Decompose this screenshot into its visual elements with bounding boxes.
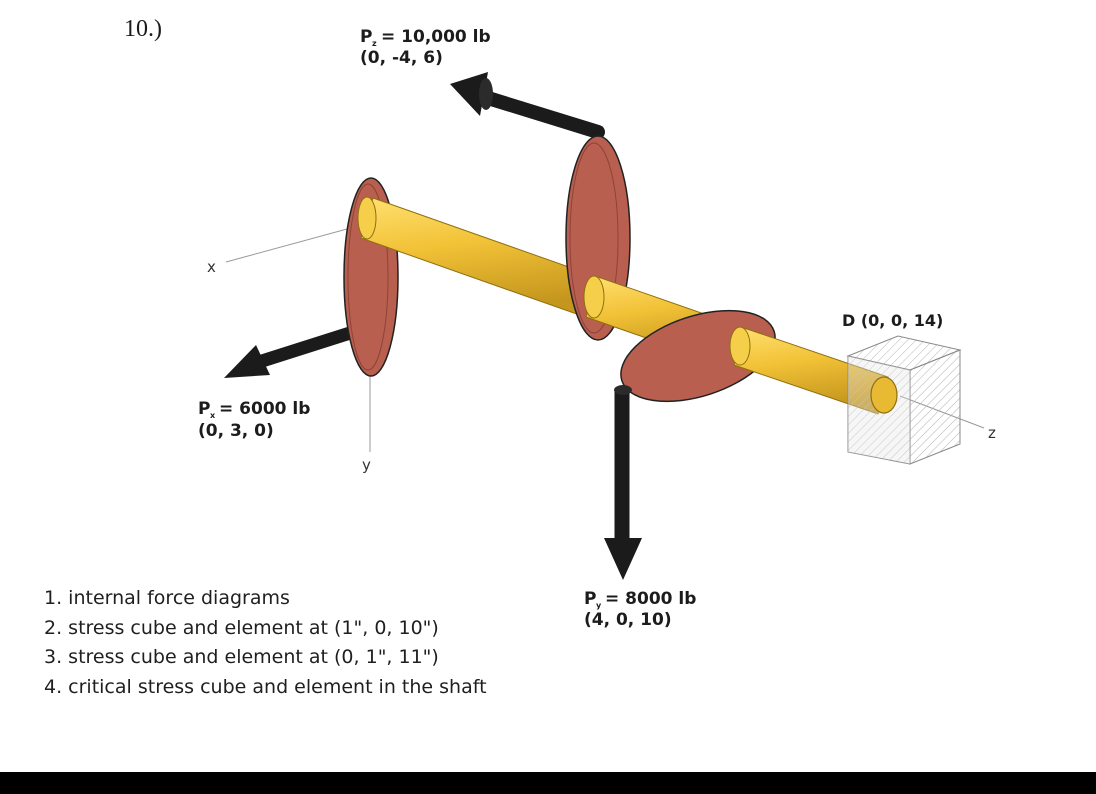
z-axis-label: z [988, 424, 996, 442]
problem-number: 10.) [124, 16, 162, 42]
svg-text:(0, 3, 0): (0, 3, 0) [198, 421, 274, 441]
svg-text:= 6000 lb: = 6000 lb [219, 399, 310, 419]
py-label: P y = 8000 lb (4, 0, 10) [584, 589, 696, 630]
x-axis-line [225, 225, 359, 263]
svg-text:x: x [210, 411, 216, 420]
svg-text:P: P [198, 399, 210, 419]
svg-text:= 8000 lb: = 8000 lb [605, 589, 696, 609]
task-item: 1. internal force diagrams [44, 587, 290, 609]
task-list: 1. internal force diagrams 2. stress cub… [44, 584, 487, 702]
svg-text:z: z [372, 39, 377, 48]
x-axis-label: x [207, 258, 216, 276]
support-d-label: D (0, 0, 14) [842, 311, 943, 330]
shaft-segment-1 [357, 196, 601, 319]
py-load-arrow [604, 385, 642, 580]
svg-text:= 10,000 lb: = 10,000 lb [381, 27, 491, 47]
bottom-bar [0, 772, 1096, 794]
support-d-box [846, 335, 962, 465]
svg-text:(4, 0, 10): (4, 0, 10) [584, 610, 672, 630]
task-item: 2. stress cube and element at (1", 0, 10… [44, 616, 439, 639]
pz-label: P z = 10,000 lb (0, -4, 6) [360, 27, 491, 68]
svg-text:P: P [360, 27, 372, 47]
y-axis-label: y [362, 456, 371, 474]
task-item: 4. critical stress cube and element in t… [44, 675, 487, 698]
svg-text:y: y [596, 601, 602, 610]
svg-text:P: P [584, 589, 596, 609]
px-label: P x = 6000 lb (0, 3, 0) [198, 399, 310, 441]
pz-load-arrow [450, 72, 605, 139]
task-item: 3. stress cube and element at (0, 1", 11… [44, 646, 439, 668]
svg-text:(0, -4, 6): (0, -4, 6) [360, 48, 443, 68]
